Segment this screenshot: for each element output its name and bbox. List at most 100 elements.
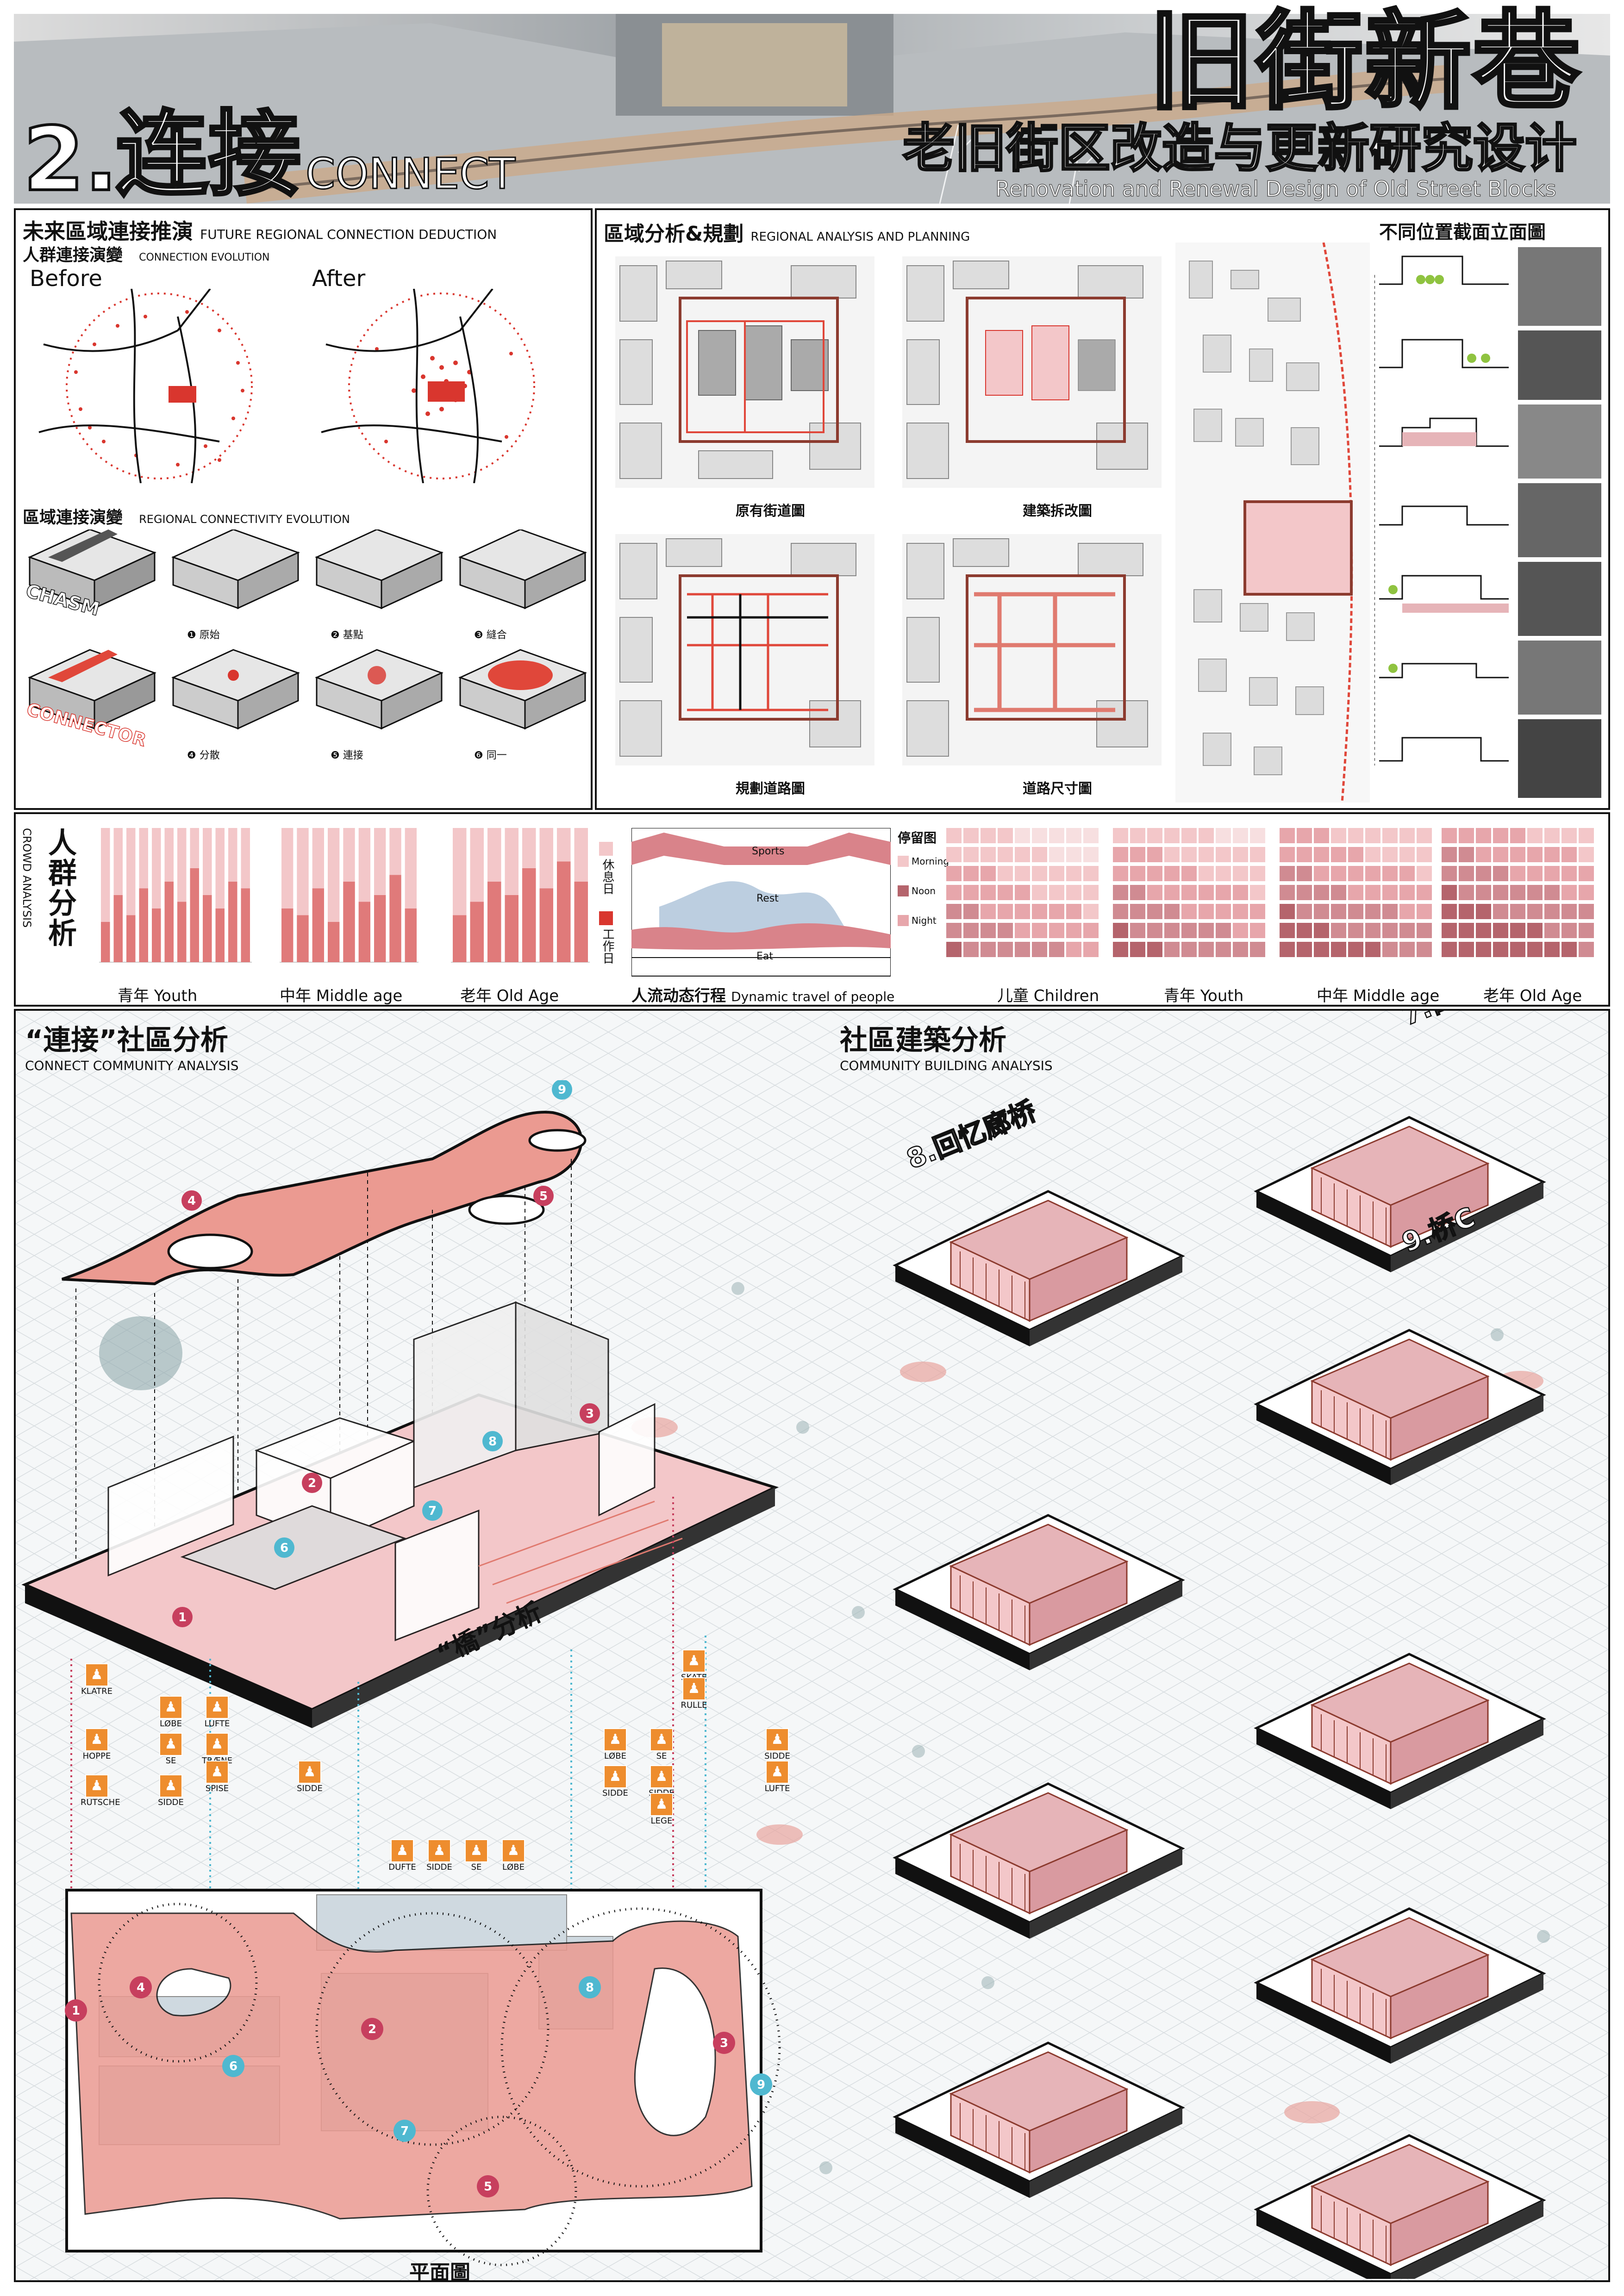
work-bar [557, 861, 571, 962]
stay-cell [1314, 866, 1329, 881]
person-icon: ♟ [502, 1839, 525, 1862]
stay-cell [998, 885, 1013, 900]
stay-cell [1250, 866, 1265, 881]
stay-cell [1181, 828, 1197, 843]
stay-cell [1579, 847, 1594, 862]
stay-cell [1066, 904, 1081, 919]
svg-text:8: 8 [586, 1981, 594, 1995]
activity-label: LEGE [650, 1816, 673, 1826]
stay-cell [1130, 904, 1145, 919]
stay-cell [1083, 885, 1099, 900]
stay-cell [1083, 923, 1099, 938]
stay-cell [1544, 828, 1560, 843]
stay-cell [1527, 904, 1543, 919]
stay-cell [981, 904, 996, 919]
activity-label: KLATRE [81, 1686, 113, 1696]
group-youth-label: 青年 Youth [118, 987, 198, 1005]
stay-cell [1459, 923, 1474, 938]
stay-cell [1015, 904, 1030, 919]
activity-label: DUFTE [388, 1862, 416, 1872]
section-number: 2. [22, 108, 119, 211]
activity-label: LØBE [604, 1751, 626, 1761]
stay-cell [1130, 942, 1145, 957]
stay-cell [1216, 828, 1231, 843]
stay-cell [1399, 885, 1415, 900]
work-bar [405, 908, 417, 962]
stay-title: 停留图 [898, 830, 937, 846]
regional-panel: 區域分析&規劃 REGIONAL ANALYSIS AND PLANNING 不… [595, 208, 1610, 810]
person-icon: ♟ [159, 1733, 182, 1756]
stay-cell [1280, 923, 1295, 938]
stay-cell [1348, 923, 1363, 938]
stay-cell [1544, 847, 1560, 862]
work-bar [522, 868, 536, 962]
stay-cell [1331, 866, 1346, 881]
work-bar [574, 882, 588, 962]
map-label-original: 原有街道圖 [736, 503, 805, 519]
activity-icon: ♟RULLE [678, 1677, 710, 1710]
site-plan-strip [1175, 243, 1370, 803]
work-bar [113, 895, 123, 962]
stay-cell [1147, 847, 1162, 862]
stay-cell [1562, 885, 1577, 900]
stay-cell [1181, 866, 1197, 881]
person-icon: ♟ [682, 1677, 706, 1700]
work-bar [164, 882, 174, 962]
stay-cell [1015, 866, 1030, 881]
stay-cell [1147, 828, 1162, 843]
stay-cell [1199, 942, 1214, 957]
stay-cell [1476, 828, 1491, 843]
stay-cell [1510, 904, 1525, 919]
stay-cell [1365, 923, 1380, 938]
stay-cell [1493, 942, 1508, 957]
person-icon: ♟ [85, 1663, 108, 1686]
svg-text:6: 6 [229, 2060, 237, 2073]
stay-cell [998, 828, 1013, 843]
stay-cell [1527, 942, 1543, 957]
stay-cell [1250, 828, 1265, 843]
stay-cell [1280, 847, 1295, 862]
connection-evolution-diagram [38, 289, 535, 483]
stay-cell [1579, 828, 1594, 843]
building-item [1254, 1907, 1546, 2064]
stay-cell [963, 828, 979, 843]
buildings-title-cn: 社區建築分析 [840, 1024, 1006, 1057]
building-item [1254, 2134, 1546, 2279]
stay-cell [1331, 847, 1346, 862]
sub-title-cn: 老旧街区改造与更新研究设计 [902, 118, 1578, 179]
activity-icon: ♟SIDDE [155, 1774, 187, 1807]
stay-cell [1476, 923, 1491, 938]
activity-icon: ♟SPISE [201, 1761, 233, 1793]
person-icon: ♟ [604, 1728, 627, 1751]
stay-cell [1544, 942, 1560, 957]
stay-cell [1417, 847, 1432, 862]
activity-label: LØBE [502, 1862, 525, 1872]
stay-cell [1527, 923, 1543, 938]
after-label: After [312, 266, 366, 292]
building-item [1254, 1329, 1546, 1485]
work-bar [281, 908, 294, 962]
stay-cell [1049, 885, 1064, 900]
regional-planning-title-cn: 區域分析&規劃 [604, 222, 744, 246]
stay-cell [1314, 904, 1329, 919]
crowd-panel: 人群分析 CROWD ANALYSIS 休息日 工作日 青年 Youth 中年 … [14, 812, 1610, 1007]
activity-icon: ♟SIDDE [294, 1761, 326, 1793]
stay-cell [946, 923, 962, 938]
community-axonometric: 4 5 9 3 8 2 7 6 1 [21, 1080, 781, 2266]
regional-planning-title-en: REGIONAL ANALYSIS AND PLANNING [750, 230, 970, 244]
section-title-en: CONNECT [305, 149, 516, 199]
stay-cell [946, 847, 962, 862]
group-old-label: 老年 Old Age [460, 987, 559, 1005]
stay-cell [1562, 828, 1577, 843]
stay-cell [1113, 942, 1128, 957]
activity-eat: Eat [756, 951, 774, 962]
evolution-title-en: CONNECTION EVOLUTION [139, 252, 270, 263]
stay-cell [1066, 847, 1081, 862]
stay-cell [1527, 847, 1543, 862]
step-3: ❸ 縫合 [474, 629, 507, 641]
stay-cell [1527, 866, 1543, 881]
stay-cell [1399, 866, 1415, 881]
stay-cell [981, 942, 996, 957]
stay-cell [998, 942, 1013, 957]
stay-cell [1399, 904, 1415, 919]
